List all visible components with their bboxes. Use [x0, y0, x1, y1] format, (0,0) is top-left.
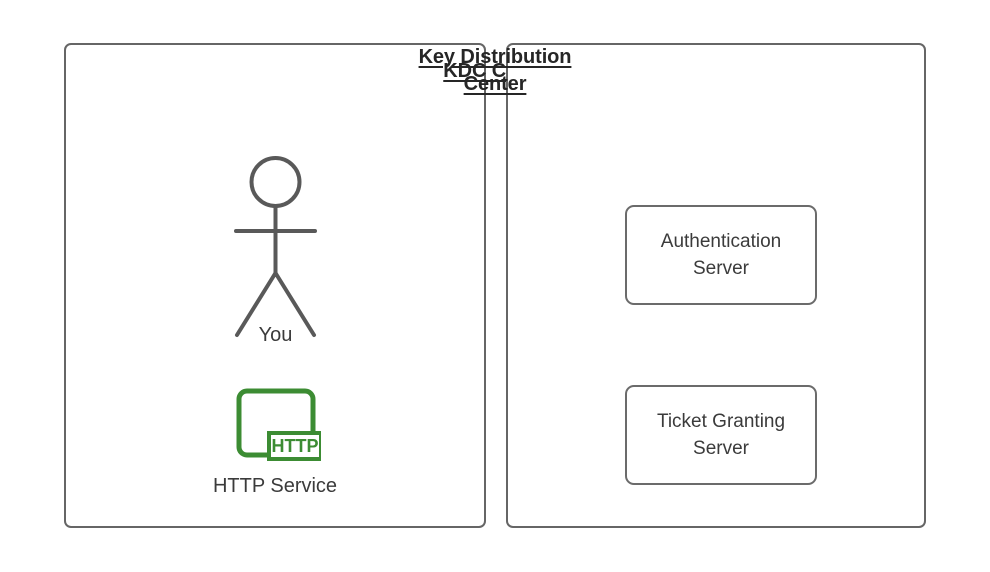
panel-kdc-title-line-1: Key Distribution [418, 46, 572, 68]
stick-figure-actor-icon [213, 155, 338, 345]
http-badge-text: HTTP [272, 436, 319, 456]
authentication-server-label: Authentication Server [661, 228, 781, 282]
http-service-label: HTTP Service [212, 475, 338, 497]
ticket-granting-server-box[interactable]: Ticket Granting Server [625, 385, 817, 485]
panel-key-distribution-center-title: Key Distribution Center [0, 44, 990, 98]
ticket-granting-server-line-1: Ticket Granting [656, 411, 786, 432]
authentication-server-line-1: Authentication [660, 231, 782, 252]
actor-you-label: You [258, 324, 293, 346]
authentication-server-box[interactable]: Authentication Server [625, 205, 817, 305]
ticket-granting-server-line-2: Server [693, 438, 749, 459]
ticket-granting-server-label: Ticket Granting Server [657, 408, 785, 462]
panel-kdc-title-line-2: Center [463, 73, 527, 95]
http-service-icon: HTTP [231, 381, 321, 466]
authentication-server-line-2: Server [693, 258, 749, 279]
